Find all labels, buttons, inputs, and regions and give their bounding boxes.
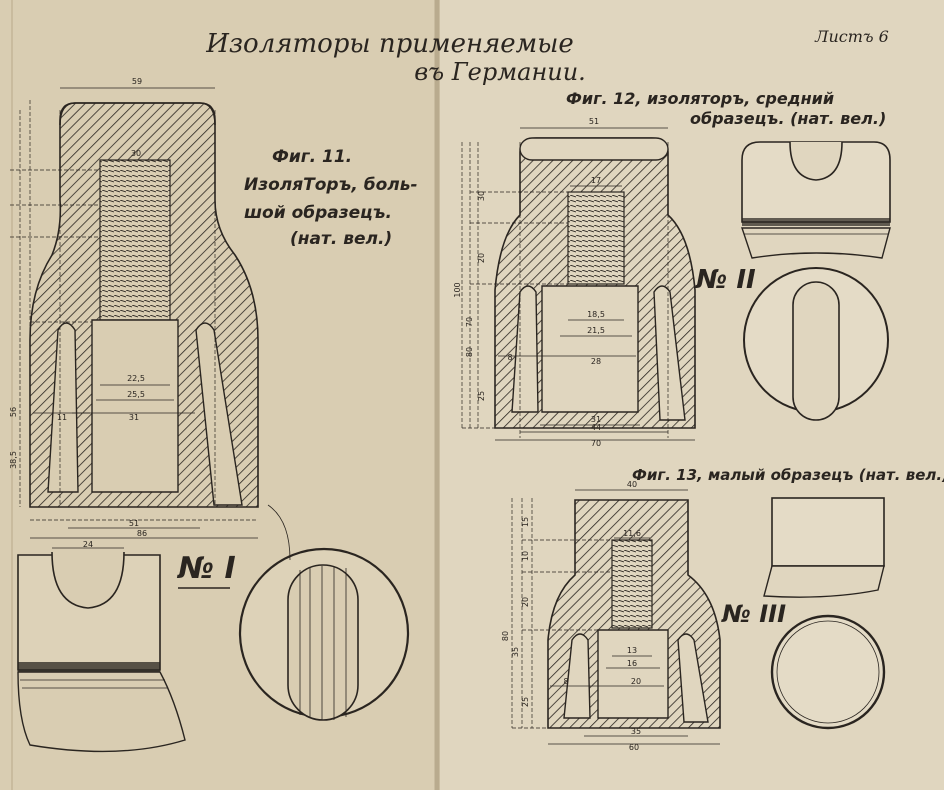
fig13-dim-h1: 15 bbox=[521, 517, 530, 527]
fig12-dim-h3: 70 bbox=[465, 317, 474, 327]
fig11-caption-4: (нат. вел.) bbox=[290, 229, 392, 249]
fig12-top-view bbox=[743, 267, 889, 421]
fig11-caption: Фиг. 11. ИзоляТоръ, боль- шой образецъ. … bbox=[244, 147, 418, 249]
sheet-label: Листъ 6 bbox=[814, 27, 889, 46]
fig12-dim-h1: 30 bbox=[477, 191, 486, 201]
fig12-roman-label: № II bbox=[695, 265, 756, 295]
fig11-caption-3: шой образецъ. bbox=[244, 203, 392, 223]
fig11-dim-side: 11 bbox=[57, 413, 67, 422]
fig11-roman-label: № I bbox=[176, 551, 236, 586]
fig11-side-view: 24 bbox=[17, 540, 186, 753]
fig13-dim-d2: 16 bbox=[627, 659, 637, 668]
fig13-dim-h5: 80 bbox=[501, 631, 510, 641]
fig13-dim-d3: 20 bbox=[631, 677, 641, 686]
fig11-dim-thread-1: 22,5 bbox=[127, 374, 145, 383]
title-line-2: въ Германии. bbox=[414, 58, 586, 86]
title-line-1: Изоляторы применяемые bbox=[205, 29, 574, 59]
fig13-section: 40 11,6 13 16 20 8 35 60 15 10 20 35 80 … bbox=[501, 480, 721, 752]
fig12-dim-d2: 21,5 bbox=[587, 326, 605, 335]
fig11-dim-base-outer: 86 bbox=[137, 529, 147, 538]
fig13-dim-h6: 25 bbox=[521, 697, 530, 707]
fig11-dim-thread-2: 25,5 bbox=[127, 390, 145, 399]
fig12-dim-base1: 31 bbox=[591, 415, 601, 424]
fig13-dim-base1: 35 bbox=[631, 727, 641, 736]
fig11-dim-left-a: 38,5 bbox=[9, 451, 18, 469]
fig12-dim-d1: 18,5 bbox=[587, 310, 605, 319]
fig11-dim-inner: 31 bbox=[129, 413, 139, 422]
fig13-top-view bbox=[770, 614, 886, 730]
fig11-top-view bbox=[238, 504, 410, 721]
fig12-dim-side: 8 bbox=[507, 353, 512, 362]
fig13-dim-d1: 13 bbox=[627, 646, 637, 655]
fig11-side-dim: 24 bbox=[83, 540, 93, 549]
fig12-dim-d3: 28 bbox=[591, 357, 601, 366]
fig12-dim-base3: 70 bbox=[591, 439, 601, 448]
fig13-side-view bbox=[763, 497, 885, 598]
fig13-dim-top: 40 bbox=[627, 480, 637, 489]
fig13-dim-side: 8 bbox=[563, 677, 568, 686]
fig12-caption-1: Фиг. 12, изоляторъ, средний bbox=[566, 89, 834, 108]
fig12-dim-thread: 17 bbox=[591, 176, 601, 185]
fig13-dim-h3: 20 bbox=[521, 597, 530, 607]
fig12-dim-top: 51 bbox=[589, 117, 599, 126]
fig12-dim-base2: 44 bbox=[591, 423, 601, 432]
fig13-dim-h4: 35 bbox=[511, 647, 520, 657]
fig12-dim-h2: 20 bbox=[477, 253, 486, 263]
fig13-dim-thread: 11,6 bbox=[623, 529, 641, 538]
fig11-dim-inner-top: 30 bbox=[131, 149, 141, 158]
fig11-section: 59 30 22,5 25,5 31 11 51 86 38,5 56 bbox=[9, 77, 259, 539]
fig12-dim-h6: 80 bbox=[465, 347, 474, 357]
fig12-side-view bbox=[741, 141, 891, 259]
fig11-dim-base-inner: 51 bbox=[129, 519, 139, 528]
fig11-caption-1: Фиг. 11. bbox=[272, 147, 352, 167]
fig11-dim-left-b: 56 bbox=[9, 407, 18, 417]
fig12-dim-h5: 25 bbox=[477, 391, 486, 401]
fig13-dim-h2: 10 bbox=[521, 551, 530, 561]
fig12-dim-h4: 100 bbox=[453, 282, 462, 297]
fig13-caption: Фиг. 13, малый образецъ (нат. вел.) bbox=[632, 466, 944, 484]
fig13-roman-label: № III bbox=[721, 600, 786, 628]
fig11-caption-2: ИзоляТоръ, боль- bbox=[244, 175, 418, 195]
fig12-section: 51 17 18,5 21,5 28 8 31 44 70 30 20 70 1… bbox=[453, 117, 696, 448]
fig13-dim-base2: 60 bbox=[629, 743, 639, 752]
fig11-dim-top: 59 bbox=[132, 77, 142, 86]
fig12-caption-2: образецъ. (нат. вел.) bbox=[690, 109, 886, 128]
